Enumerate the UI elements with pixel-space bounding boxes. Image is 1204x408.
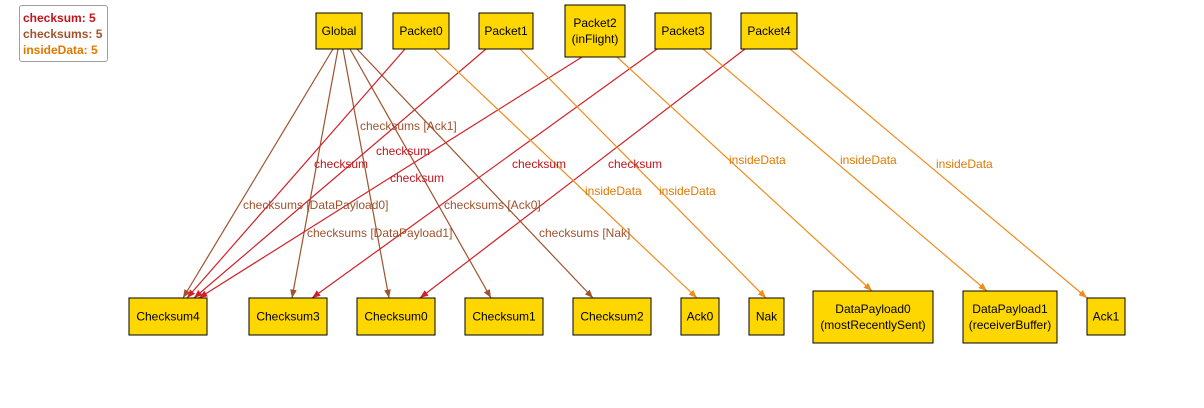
node-box [748,297,785,336]
node-box [740,12,798,50]
edge-packet3-checksum3 [311,48,658,299]
edge-label: checksums [Ack0] [444,198,541,212]
node-box [248,297,328,336]
edge-label: checksum [390,171,444,185]
node-label: Ack1 [1093,310,1120,324]
node-packet4[interactable]: Packet4 [740,12,798,50]
node-box [128,297,208,336]
edge-label: insideData [729,153,786,167]
node-box [315,12,363,50]
edge-global-checksum1 [349,48,492,299]
node-ack1[interactable]: Ack1 [1086,297,1126,336]
edge-packet2-datapayload0 [616,56,873,292]
edge-packet4-checksum0 [419,48,746,299]
edge-packet0-checksum4 [186,48,406,299]
edge-packet3-datapayload1 [702,48,988,292]
node-label: Packet4 [747,24,791,38]
node-label: Packet0 [399,24,443,38]
edge-label: insideData [936,157,993,171]
node-box [812,290,934,344]
node-global[interactable]: Global [315,12,363,50]
node-box [654,12,712,50]
node-box [564,4,626,58]
edge-label: insideData [840,153,897,167]
edge-label: checksum [314,157,368,171]
node-packet2[interactable]: Packet2 (inFlight) [564,4,626,58]
node-label: DataPayload0 [835,302,911,316]
node-packet3[interactable]: Packet3 [654,12,712,50]
edge-label: checksum [376,144,430,158]
node-label: (inFlight) [572,32,619,46]
node-ack0[interactable]: Ack0 [680,297,720,336]
node-label: Checksum1 [472,310,536,324]
edge-label: insideData [659,184,716,198]
node-datapayload1[interactable]: DataPayload1 (receiverBuffer) [962,290,1058,344]
edge-global-checksum4 [182,48,334,299]
legend-box: checksum: 5 checksums: 5 insideData: 5 [19,5,108,62]
edge-packet1-nak [519,48,767,299]
node-box [464,297,544,336]
node-box [356,297,436,336]
node-label: Packet1 [484,24,528,38]
edge-packet0-ack0 [433,48,698,299]
edge-global-checksum0 [342,48,391,299]
node-label: Global [322,24,357,38]
edge-label: checksums [DataPayload0] [243,198,388,212]
node-packet0[interactable]: Packet0 [392,12,450,50]
node-box [478,12,534,50]
edge-label: checksums [Ack1] [360,119,457,133]
edge-label: checksum [512,157,566,171]
node-checksum0[interactable]: Checksum0 [356,297,436,336]
edge-label: checksums [Nak] [539,226,630,240]
legend-item-insidedata: insideData: 5 [23,43,98,57]
legend-item-checksums: checksums: 5 [23,27,103,41]
edge-label: insideData [585,184,642,198]
node-box [962,290,1058,344]
node-checksum2[interactable]: Checksum2 [572,297,652,336]
node-checksum4[interactable]: Checksum4 [128,297,208,336]
node-label: DataPayload1 [972,302,1048,316]
node-label: Checksum0 [364,310,428,324]
node-label: Checksum4 [136,310,200,324]
node-nak[interactable]: Nak [748,297,785,336]
node-packet1[interactable]: Packet1 [478,12,534,50]
edge-label: checksums [DataPayload1] [307,226,452,240]
edge-packet4-ack1 [789,48,1088,299]
node-box [392,12,450,50]
node-checksum3[interactable]: Checksum3 [248,297,328,336]
node-checksum1[interactable]: Checksum1 [464,297,544,336]
edge-global-checksum2 [356,48,594,299]
edge-label: checksum [608,157,662,171]
node-label: Nak [756,310,778,324]
node-datapayload0[interactable]: DataPayload0 (mostRecentlySent) [812,290,934,344]
node-label: Packet3 [661,24,705,38]
node-label: Checksum2 [580,310,644,324]
node-label: Ack0 [687,310,714,324]
node-box [680,297,720,336]
node-label: Packet2 [573,16,617,30]
node-box [572,297,652,336]
legend-item-checksum: checksum: 5 [23,11,96,25]
node-box [1086,297,1126,336]
node-label: (mostRecentlySent) [820,318,925,332]
node-label: (receiverBuffer) [969,318,1051,332]
node-label: Checksum3 [256,310,320,324]
edge-global-checksum3 [290,48,339,299]
edge-packet1-checksum4 [193,48,487,299]
edge-packet2-checksum4 [198,56,583,299]
